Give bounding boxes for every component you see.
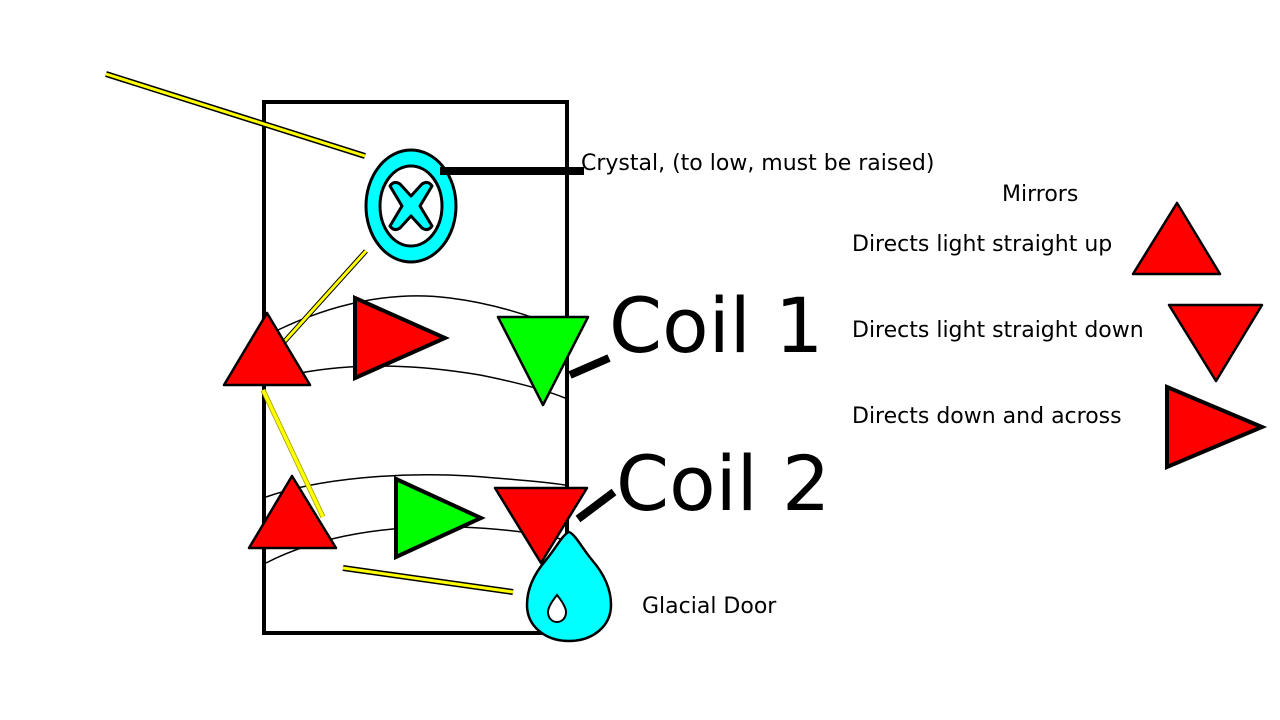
glacial-door-icon[interactable] [525, 530, 613, 643]
glacial-door-label: Glacial Door [642, 594, 777, 619]
legend-title: Mirrors [1002, 182, 1079, 207]
crystal-label: Crystal, (to low, must be raised) [581, 151, 935, 176]
mirror-up-coil2[interactable] [247, 474, 338, 550]
coil1-leader-line [568, 354, 611, 379]
droplet-highlight-icon [546, 593, 568, 624]
crystal-icon[interactable] [364, 148, 458, 264]
mirror-up-coil1[interactable] [222, 311, 312, 387]
coil1-label: Coil 1 [609, 281, 824, 370]
coil2-leader-line [575, 488, 617, 523]
legend-item-up-label: Directs light straight up [852, 232, 1113, 257]
coil1-wire-top [277, 295, 566, 331]
legend-mirror-down-icon [1167, 303, 1264, 383]
legend-item-down-label: Directs light straight down [852, 318, 1144, 343]
x-mark-icon [388, 180, 434, 232]
legend-mirror-right-icon [1165, 383, 1268, 471]
mirror-down-coil1-green[interactable] [496, 315, 590, 407]
coil2-label: Coil 2 [616, 439, 831, 528]
light-beams [105, 71, 514, 595]
legend-item-across-label: Directs down and across [852, 404, 1122, 429]
mirror-right-coil2-green[interactable] [394, 475, 486, 561]
legend-mirror-up-icon [1131, 201, 1222, 276]
mirror-right-coil1[interactable] [353, 294, 450, 382]
mirror-down-coil2[interactable] [493, 486, 589, 565]
coil2-wire-top [265, 474, 566, 498]
